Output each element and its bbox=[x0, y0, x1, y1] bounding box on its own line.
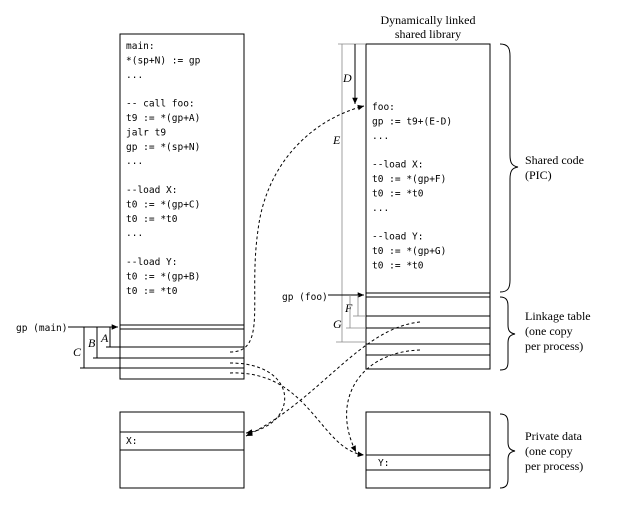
library-code-lines: foo: gp := t9+(E-D) ... --load X: t0 := *… bbox=[372, 102, 452, 271]
main-program-column: main: *(sp+N) := gp ... -- call foo: t9 :… bbox=[119, 33, 245, 489]
linkage-table-label-1: Linkage table bbox=[525, 309, 591, 323]
linkage-table-label-3: per process) bbox=[525, 339, 583, 353]
library-title-line2: shared library bbox=[395, 27, 461, 41]
main-code-line: jalr t9 bbox=[126, 127, 166, 138]
x-label: X: bbox=[126, 436, 137, 447]
library-title-line1: Dynamically linked bbox=[381, 13, 476, 27]
private-data-label-1: Private data bbox=[525, 429, 583, 443]
private-data-label-2: (one copy bbox=[525, 444, 573, 458]
main-code-line: t0 := *(gp+B) bbox=[126, 271, 200, 282]
main-code-lines: main: *(sp+N) := gp ... -- call foo: t9 :… bbox=[126, 41, 201, 297]
main-code-line: t0 := *t0 bbox=[126, 286, 178, 297]
lib-code-line: gp := t9+(E-D) bbox=[372, 116, 452, 127]
offset-c-label: C bbox=[73, 345, 82, 359]
lib-code-line: ... bbox=[372, 203, 389, 214]
lib-code-line: --load X: bbox=[372, 160, 423, 171]
main-code-line: main: bbox=[126, 41, 155, 52]
library-offsets: E D gp (foo) F G bbox=[282, 43, 366, 343]
offset-f-label: F bbox=[344, 301, 353, 315]
offset-g-label: G bbox=[333, 317, 342, 331]
right-braces: Shared code (PIC) Linkage table (one cop… bbox=[499, 43, 591, 489]
lib-code-line: t0 := *(gp+G) bbox=[372, 246, 446, 257]
arrow-main-to-x bbox=[229, 362, 285, 435]
lib-code-line: ... bbox=[372, 131, 389, 142]
arrow-main-to-y bbox=[229, 372, 365, 458]
main-code-line: --load Y: bbox=[126, 257, 177, 268]
main-code-line: ... bbox=[126, 228, 143, 239]
main-code-line: -- call foo: bbox=[126, 99, 195, 110]
main-code-line: ... bbox=[126, 156, 143, 167]
gp-main-label: gp (main) bbox=[16, 323, 67, 334]
library-code-box bbox=[365, 43, 491, 370]
gp-main-pointer: gp (main) C B A bbox=[16, 323, 120, 369]
lib-code-line: --load Y: bbox=[372, 232, 423, 243]
offset-b-label: B bbox=[88, 336, 96, 350]
main-code-line: *(sp+N) := gp bbox=[126, 55, 201, 66]
main-code-line: t0 := *t0 bbox=[126, 214, 178, 225]
offset-d-label: D bbox=[342, 71, 352, 85]
main-code-line: t9 := *(gp+A) bbox=[126, 113, 200, 124]
linkage-table-label-2: (one copy bbox=[525, 324, 573, 338]
main-code-line: gp := *(sp+N) bbox=[126, 142, 200, 153]
library-column: foo: gp := t9+(E-D) ... --load X: t0 := *… bbox=[365, 43, 491, 489]
lib-code-line: t0 := *(gp+F) bbox=[372, 174, 446, 185]
private-data-label-3: per process) bbox=[525, 459, 583, 473]
brace-linkage-table bbox=[499, 296, 516, 371]
gp-foo-label: gp (foo) bbox=[282, 292, 328, 303]
linkage-arrows bbox=[229, 104, 421, 458]
main-code-line: t0 := *(gp+C) bbox=[126, 199, 200, 210]
offset-a-label: A bbox=[100, 331, 109, 345]
main-code-box bbox=[119, 33, 245, 380]
y-label: Y: bbox=[378, 458, 389, 469]
arrow-main-to-foo bbox=[229, 104, 365, 353]
arrow-lib-to-x bbox=[245, 321, 421, 437]
brace-shared-code bbox=[499, 43, 519, 293]
shared-code-label-1: Shared code bbox=[525, 153, 584, 167]
lib-private-data-box bbox=[365, 411, 491, 489]
arrow-lib-to-y bbox=[346, 349, 421, 453]
lib-code-line: t0 := *t0 bbox=[372, 260, 424, 271]
shared-code-label-2: (PIC) bbox=[525, 168, 552, 182]
lib-code-line: foo: bbox=[372, 102, 395, 113]
lib-code-line: t0 := *t0 bbox=[372, 188, 424, 199]
brace-private-data bbox=[499, 413, 516, 489]
main-code-line: ... bbox=[126, 70, 143, 81]
offset-e-label: E bbox=[332, 133, 341, 147]
main-code-line: --load X: bbox=[126, 185, 177, 196]
